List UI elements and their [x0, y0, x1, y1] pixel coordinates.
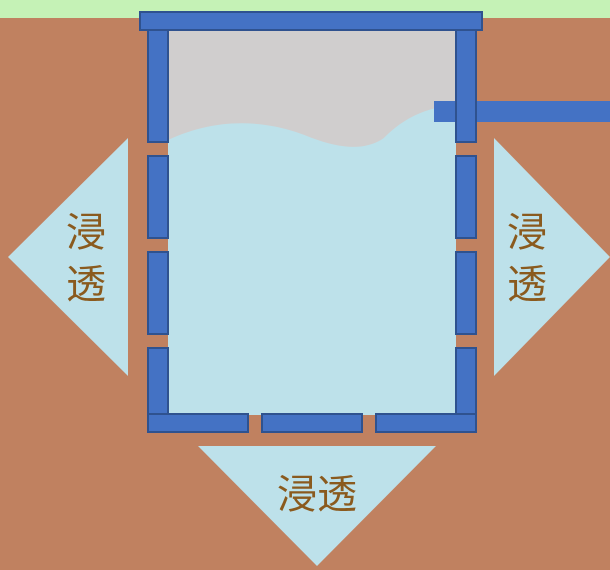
left-label-char-2: 透: [66, 262, 106, 308]
bottom-infiltration-arrow: [198, 446, 436, 566]
right-label-char-2: 透: [507, 262, 547, 308]
left-wall-block: [147, 347, 169, 419]
left-wall-block: [147, 155, 169, 239]
right-infiltration-arrow: [494, 138, 610, 376]
bottom-block-middle: [261, 413, 363, 433]
inflow-pipe: [434, 101, 610, 122]
bottom-label: 浸透: [277, 472, 357, 518]
right-label-char-1: 浸: [507, 210, 547, 256]
right-wall-block: [455, 347, 477, 419]
tank-water: [168, 108, 456, 415]
right-wall-block: [455, 29, 477, 143]
right-wall-block: [455, 251, 477, 335]
left-wall-block: [147, 29, 169, 143]
right-wall-block: [455, 155, 477, 239]
left-wall-block: [147, 251, 169, 335]
bottom-block-left: [147, 413, 249, 433]
tank-lid: [139, 11, 483, 31]
left-label-char-1: 浸: [66, 210, 106, 256]
bottom-block-right: [375, 413, 477, 433]
left-infiltration-arrow: [8, 138, 128, 376]
